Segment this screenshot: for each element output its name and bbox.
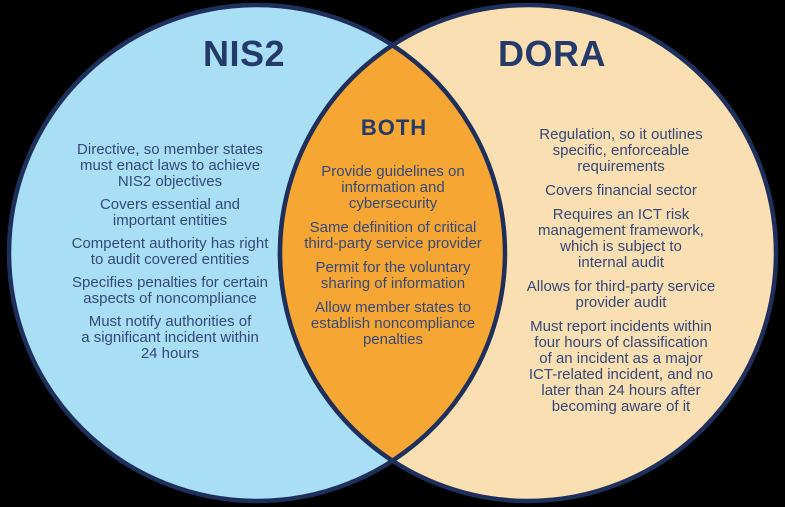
nis2-item-audit: Competent authority has right to audit c… xyxy=(71,235,269,268)
dora-item-audit: Allows for third-party service provider … xyxy=(526,278,716,311)
both-item-definition: Same definition of critical third-party … xyxy=(304,219,482,252)
dora-item-ict-risk: Requires an ICT risk management framewor… xyxy=(538,206,704,271)
dora-title: DORA xyxy=(498,33,606,74)
dora-item-financial: Covers financial sector xyxy=(545,182,697,199)
overlap-lens xyxy=(277,42,508,464)
nis2-item-directive: Directive, so member states must enact l… xyxy=(77,141,263,190)
both-item-guidelines: Provide guidelines on information and cy… xyxy=(321,163,465,212)
both-items: Provide guidelines on information and cy… xyxy=(293,164,493,356)
both-title: BOTH xyxy=(360,115,428,140)
dora-item-report: Must report incidents within four hours … xyxy=(528,318,714,415)
nis2-item-notify: Must notify authorities of a significant… xyxy=(81,313,259,362)
dora-item-regulation: Regulation, so it outlines specific, enf… xyxy=(539,126,703,175)
nis2-item-penalties: Specifies penalties for certain aspects … xyxy=(72,274,268,307)
nis2-item-entities: Covers essential and important entities xyxy=(99,196,241,229)
nis2-title: NIS2 xyxy=(202,33,286,74)
both-item-sharing: Permit for the voluntary sharing of info… xyxy=(315,259,471,292)
nis2-items: Directive, so member states must enact l… xyxy=(55,142,285,369)
dora-items: Regulation, so it outlines specific, enf… xyxy=(496,127,746,423)
both-item-penalties: Allow member states to establish noncomp… xyxy=(310,299,476,348)
